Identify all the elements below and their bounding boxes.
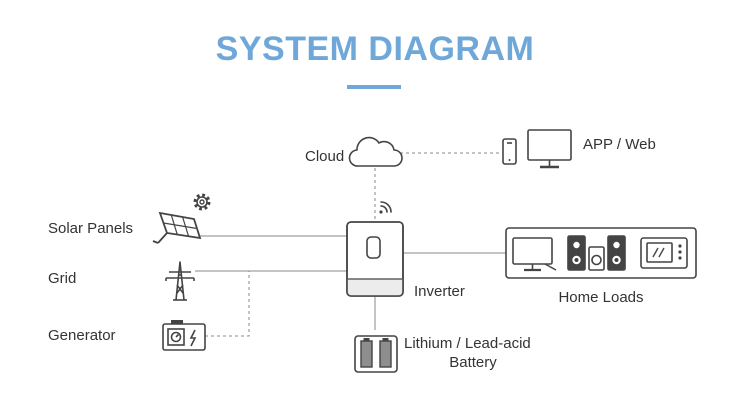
grid-label: Grid [48, 270, 77, 287]
phone-icon [502, 138, 517, 165]
solar-panel-icon [152, 211, 202, 244]
tv-icon [512, 237, 557, 272]
monitor-icon [527, 129, 572, 169]
inverter-icon [346, 221, 404, 297]
speakers-icon [567, 235, 626, 271]
generator-grid-link [205, 271, 250, 337]
title-underline [347, 85, 401, 89]
solar-panels-label: Solar Panels [48, 220, 134, 237]
battery-icon [354, 335, 398, 373]
diagram-title: SYSTEM DIAGRAM [215, 30, 535, 68]
battery-label-line2: Battery [449, 354, 497, 371]
generator-icon [162, 320, 206, 351]
battery-label-line1: Lithium / Lead-acid [404, 335, 531, 352]
gear-icon [193, 193, 211, 211]
home-loads-label: Home Loads [558, 289, 644, 306]
microwave-icon [640, 237, 688, 269]
wifi-icon [379, 201, 392, 214]
inverter-label: Inverter [414, 283, 465, 300]
cloud-label: Cloud [305, 148, 345, 165]
app-web-label: APP / Web [583, 136, 656, 153]
transmission-tower-icon [165, 261, 195, 301]
cloud-icon [348, 136, 403, 167]
generator-label: Generator [48, 327, 116, 344]
connections [190, 152, 506, 337]
